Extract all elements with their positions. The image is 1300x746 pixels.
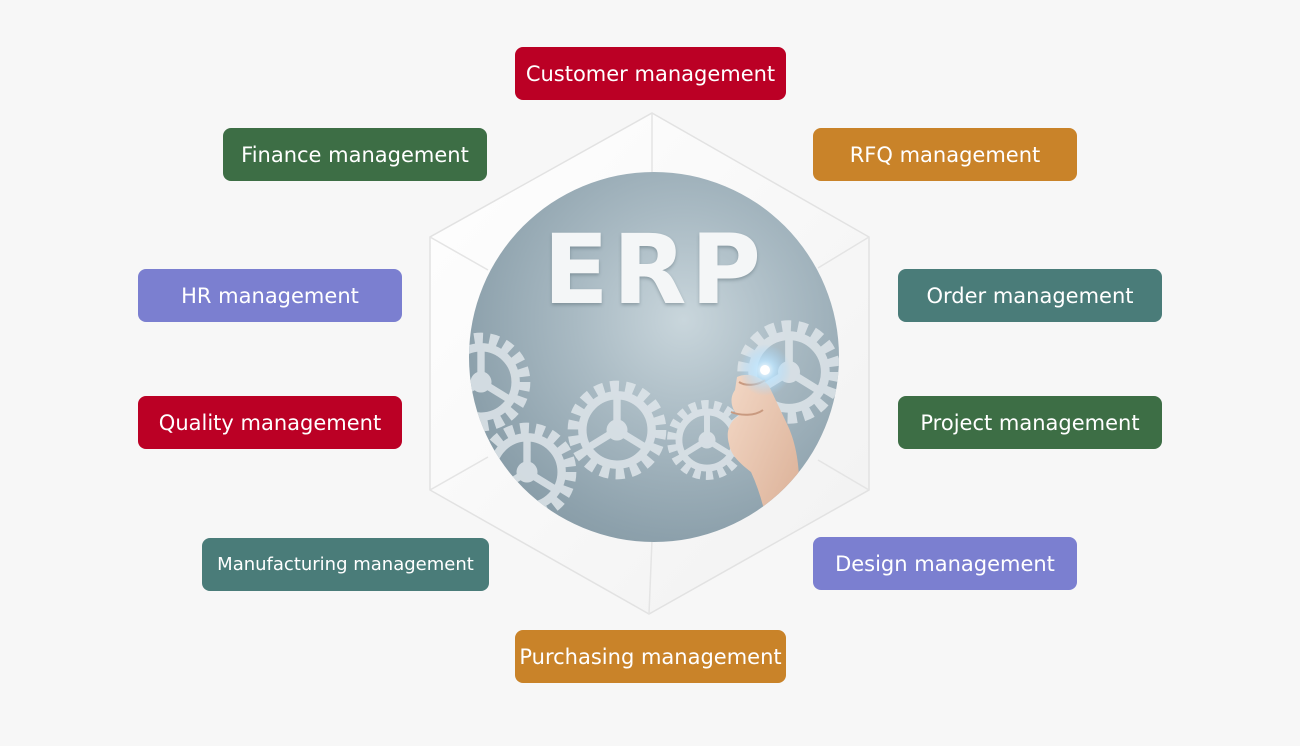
design-management-box[interactable]: Design management (813, 537, 1077, 590)
customer-management-box[interactable]: Customer management (515, 47, 786, 100)
hr-management-box[interactable]: HR management (138, 269, 402, 322)
erp-title: ERP (469, 214, 839, 326)
rfq-management-box[interactable]: RFQ management (813, 128, 1077, 181)
erp-center-image: ERP (469, 172, 839, 542)
quality-management-box[interactable]: Quality management (138, 396, 402, 449)
manufacturing-management-box[interactable]: Manufacturing management (202, 538, 489, 591)
project-management-box[interactable]: Project management (898, 396, 1162, 449)
order-management-box[interactable]: Order management (898, 269, 1162, 322)
hand-icon (728, 375, 799, 542)
purchasing-management-box[interactable]: Purchasing management (515, 630, 786, 683)
finance-management-box[interactable]: Finance management (223, 128, 487, 181)
